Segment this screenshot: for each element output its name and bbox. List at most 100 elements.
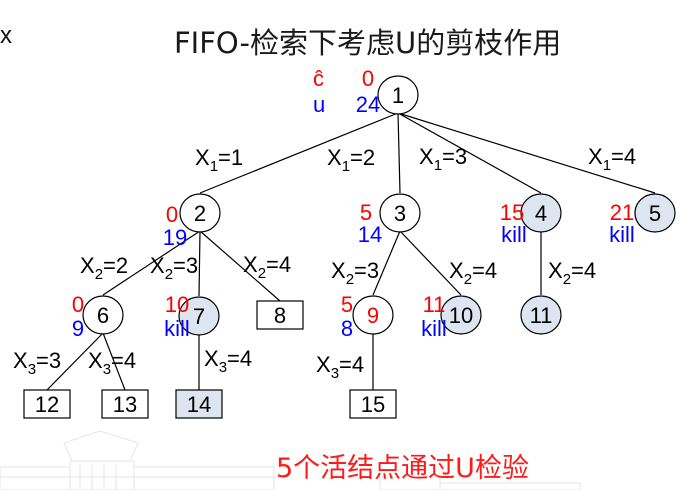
node-number: 8 (274, 303, 286, 328)
kill-label: kill (421, 316, 447, 341)
node-circle (178, 296, 220, 336)
edge-6-13 (102, 332, 126, 391)
node-number: 13 (113, 392, 137, 417)
leaf-box (349, 389, 397, 419)
c-hat-label: ĉ (313, 66, 324, 91)
edge-label: X1=2 (327, 145, 375, 175)
node-number: 2 (194, 201, 206, 226)
edges-layer (46, 112, 656, 391)
edge-1-5 (397, 112, 656, 194)
u-value: 14 (358, 222, 382, 247)
node-circle (352, 295, 394, 335)
edge-1-4 (397, 112, 542, 194)
edge-3-10 (399, 230, 462, 296)
tree-node-9: 958 (341, 292, 394, 341)
c-hat-value: 5 (341, 292, 353, 317)
c-hat-value: 11 (423, 292, 446, 317)
edge-2-6 (102, 230, 201, 296)
building-watermark (0, 430, 581, 490)
leaf-box (256, 300, 304, 330)
node-circle (440, 295, 482, 335)
kill-label: kill (609, 222, 635, 247)
node-circle (179, 193, 221, 233)
node-circle (634, 193, 676, 233)
edge-label: X3=3 (13, 348, 61, 378)
u-label: u (313, 92, 325, 117)
tree-node-13: 13 (101, 389, 149, 419)
node-number: 4 (535, 201, 547, 226)
footer-note: 5个活结点通过U检验 (276, 453, 529, 484)
node-number: 15 (361, 392, 385, 417)
edge-label: X3=4 (316, 352, 364, 382)
kill-label: kill (164, 316, 190, 341)
edge-1-3 (397, 112, 401, 194)
node-number: 10 (449, 303, 473, 328)
node-number: 12 (35, 392, 59, 417)
c-hat-value: 15 (500, 200, 524, 225)
kill-label: kill (501, 222, 527, 247)
edge-label: X2=4 (548, 258, 596, 288)
bound-legend: ĉ u (313, 66, 325, 117)
c-hat-value: 0 (362, 66, 374, 91)
node-number: 7 (193, 304, 205, 329)
node-number: 14 (187, 392, 211, 417)
tree-node-14: 14 (175, 389, 223, 419)
edge-label: X2=3 (331, 258, 379, 288)
u-value: 19 (163, 225, 187, 250)
edge-1-2 (199, 112, 399, 194)
c-hat-value: 21 (610, 200, 634, 225)
node-circle (520, 193, 562, 233)
tree-node-15: 15 (349, 389, 397, 419)
c-hat-value: 10 (165, 292, 189, 317)
c-hat-value: 0 (166, 202, 178, 227)
slide-title: FIFO-检索下考虑U的剪枝作用 (174, 26, 562, 60)
node-number: 9 (367, 303, 379, 328)
edge-2-7 (198, 230, 201, 297)
node-circle (377, 75, 419, 115)
edge-label: X1=3 (419, 144, 467, 174)
edge-3-9 (372, 230, 401, 296)
edge-labels-layer: X1=1 X1=2 X1=3 X1=4X2=2 X2=3 X2=4 X2=3 X2=4 X2=4… (13, 144, 636, 382)
leaf-box (101, 389, 149, 419)
node-number: 3 (394, 201, 406, 226)
tree-node-12: 12 (23, 389, 71, 419)
u-value: 24 (356, 92, 380, 117)
edge-label: X3=4 (204, 346, 252, 376)
node-number: 11 (530, 303, 553, 328)
edge-label: X2=2 (80, 253, 128, 283)
edge-label: X2=3 (150, 253, 198, 283)
edge-2-8 (199, 230, 281, 302)
u-value: 8 (341, 316, 353, 341)
node-circle (82, 295, 124, 335)
u-value: 9 (72, 316, 84, 341)
tree-node-6: 609 (72, 292, 124, 341)
edge-label: X3=4 (88, 348, 136, 378)
node-circle (379, 193, 421, 233)
edge-label: X1=1 (195, 145, 243, 175)
edge-6-12 (46, 332, 104, 391)
leaf-box (23, 389, 71, 419)
edge-label: X2=4 (449, 258, 497, 288)
node-number: 5 (649, 201, 661, 226)
c-hat-value: 0 (72, 292, 84, 317)
tree-node-8: 8 (256, 300, 304, 330)
node-number: 6 (97, 303, 109, 328)
edge-label: X1=4 (588, 144, 636, 174)
leaf-box (175, 389, 223, 419)
node-circle (520, 295, 562, 335)
node-number: 1 (392, 83, 404, 108)
tree-node-11: 11 (520, 295, 562, 335)
edge-label: X2=4 (243, 252, 291, 282)
corner-text: x (0, 22, 12, 49)
c-hat-value: 5 (360, 200, 372, 225)
